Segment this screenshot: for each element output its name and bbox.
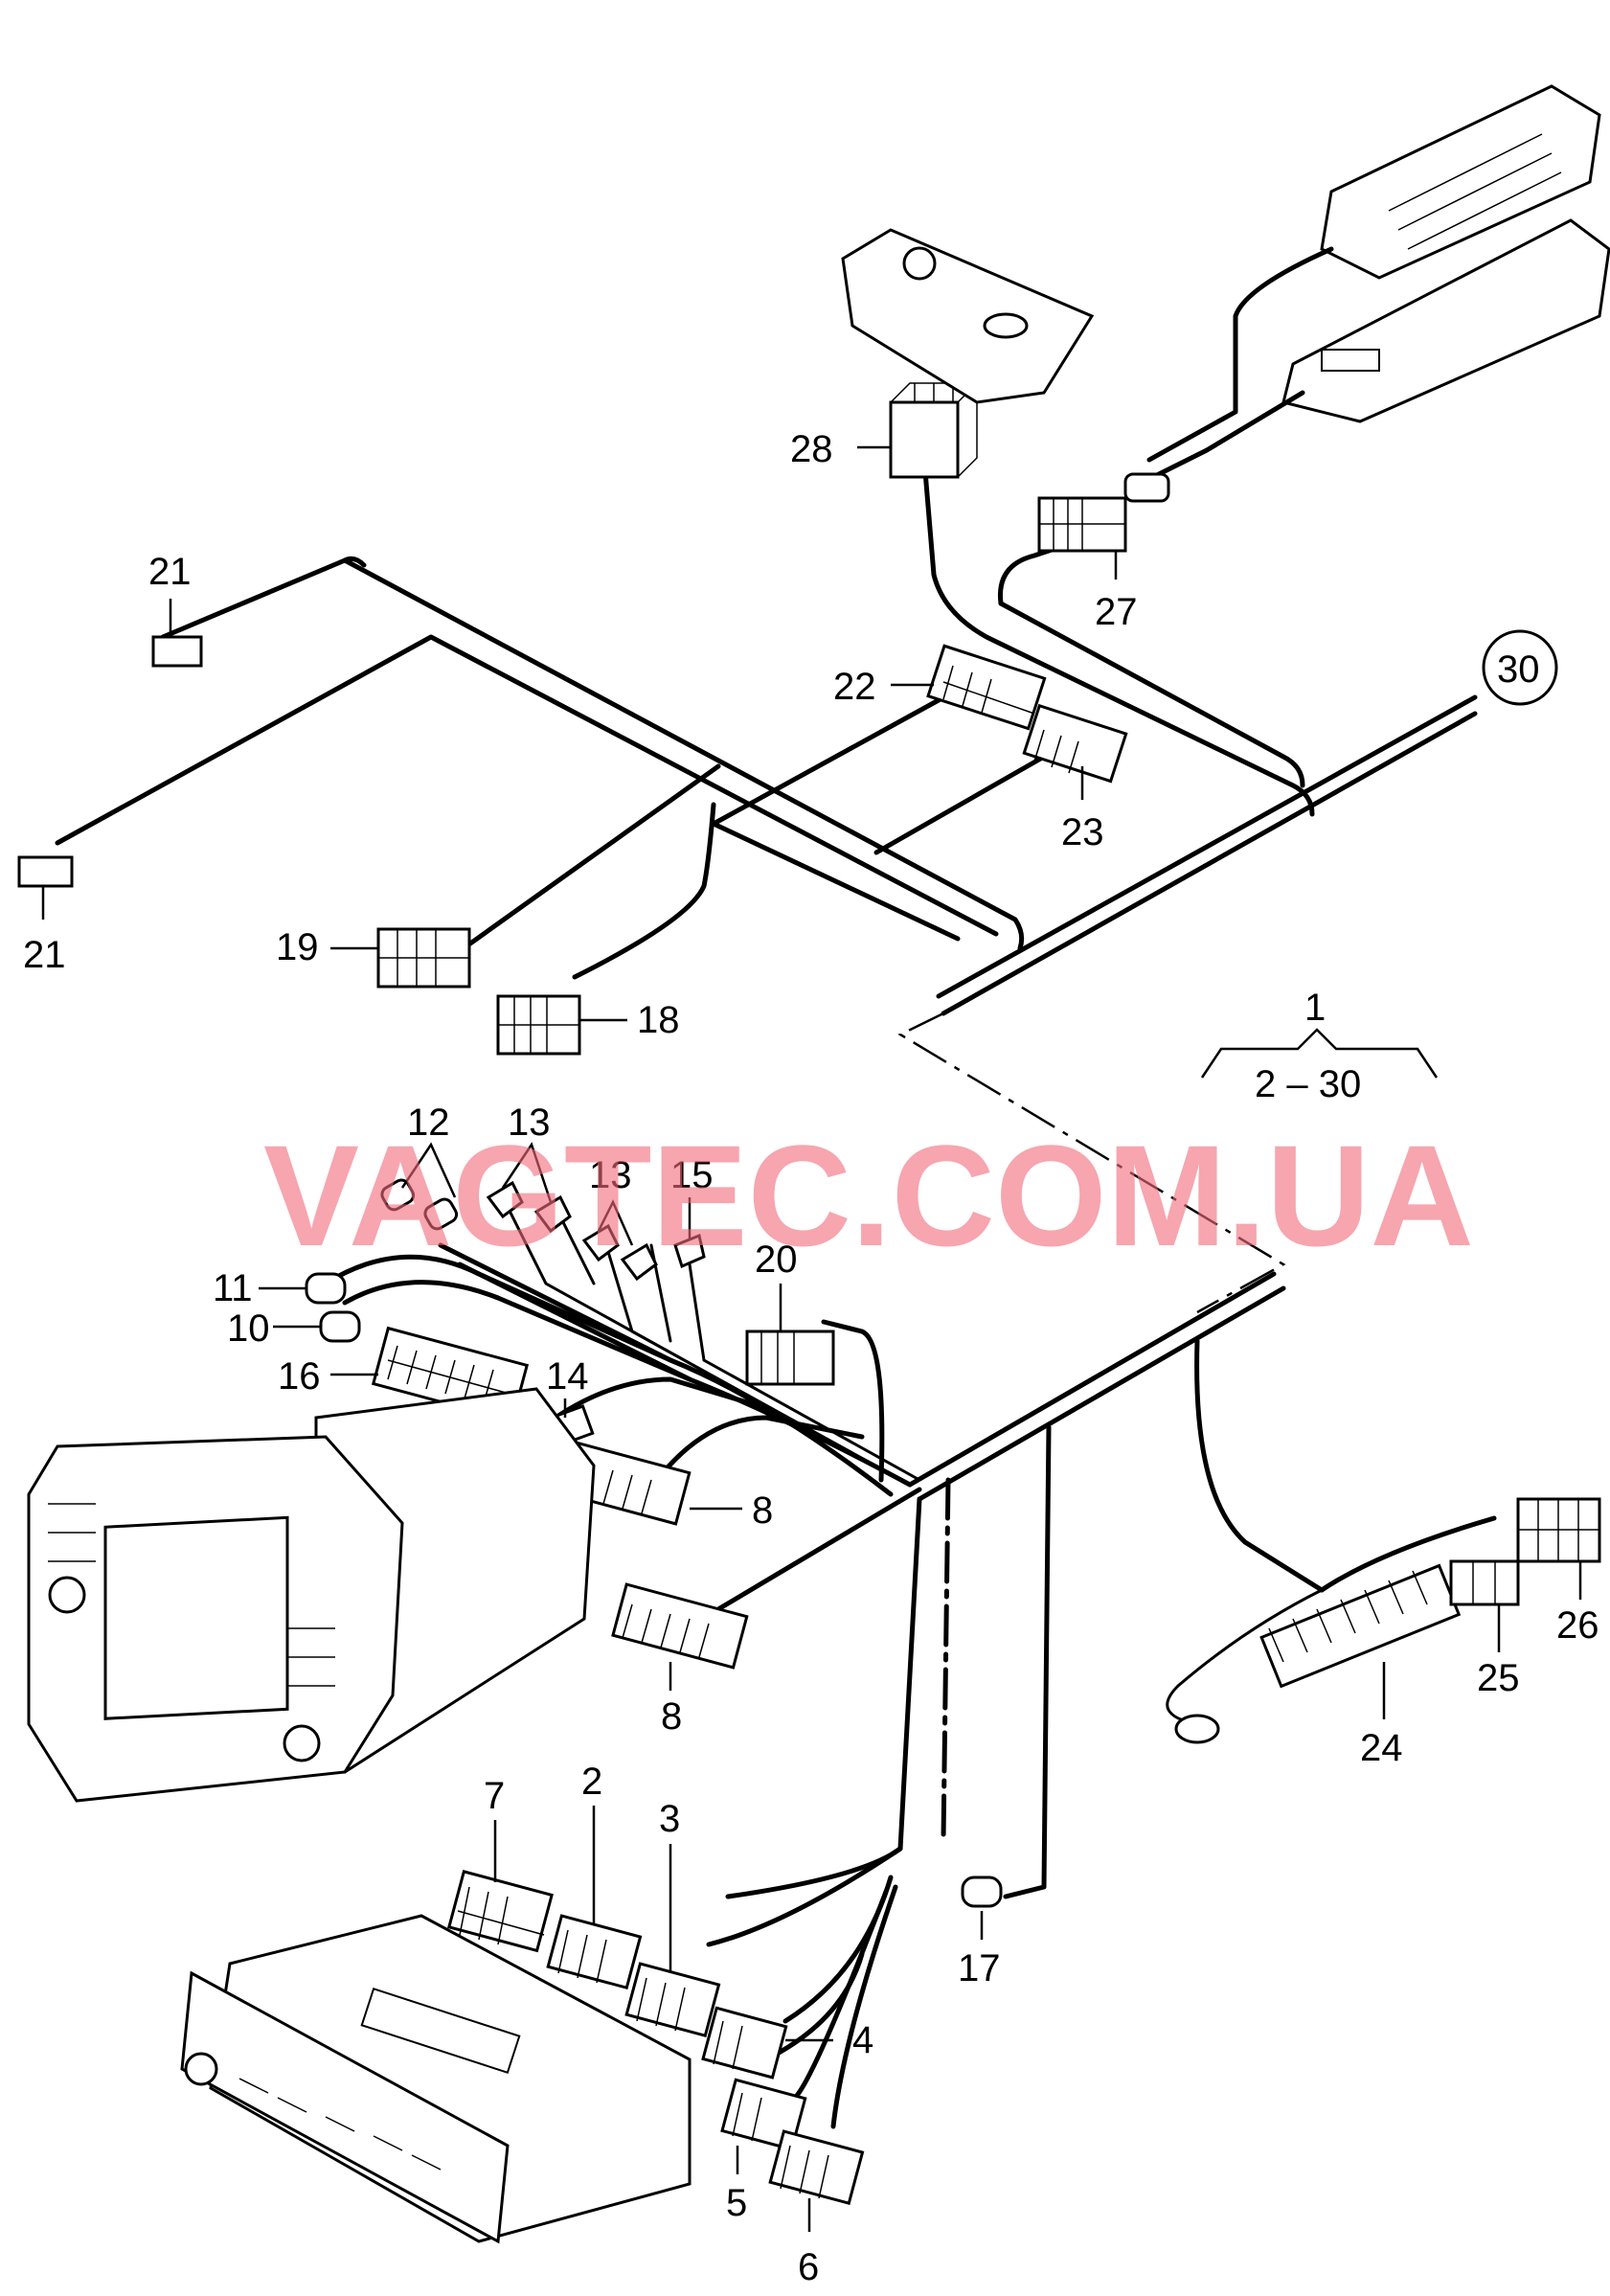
control-button — [983, 312, 1029, 339]
connector-21-upper — [151, 635, 203, 668]
right-knob — [283, 1724, 321, 1762]
plug-13a — [486, 1180, 524, 1219]
phone-handset — [1123, 84, 1610, 503]
label-24: 24 — [1360, 1727, 1403, 1769]
label-23: 23 — [1061, 811, 1104, 853]
radio-unit — [180, 1914, 692, 2244]
display-screen — [103, 1515, 289, 1720]
connector-20 — [745, 1330, 835, 1386]
components — [17, 84, 1610, 2244]
label-8-lower: 8 — [661, 1695, 682, 1738]
group-range: 2 – 30 — [1255, 1063, 1361, 1105]
connector-7 — [446, 1870, 554, 1953]
label-26: 26 — [1556, 1604, 1599, 1647]
cradle-logo — [1321, 349, 1380, 372]
label-3: 3 — [659, 1798, 680, 1840]
label-21-lower: 21 — [23, 934, 66, 976]
plug-17 — [961, 1875, 1003, 1908]
connector-25 — [1449, 1559, 1520, 1606]
label-27: 27 — [1095, 591, 1138, 633]
label-22: 22 — [833, 666, 876, 708]
left-knob — [48, 1576, 86, 1614]
plug-12a — [380, 1178, 416, 1212]
plug-15 — [673, 1233, 706, 1269]
label-19: 19 — [276, 926, 319, 968]
label-7: 7 — [484, 1775, 505, 1817]
label-16: 16 — [278, 1355, 321, 1398]
ring-terminal — [1174, 1714, 1220, 1744]
label-21-upper: 21 — [148, 551, 192, 593]
label-30: 30 — [1497, 648, 1540, 691]
group-label: 1 — [1304, 987, 1326, 1029]
connector-22 — [926, 644, 1047, 731]
label-4: 4 — [852, 2019, 873, 2061]
radio-display — [360, 1987, 521, 2075]
label-6: 6 — [798, 2246, 819, 2288]
plug-13b — [533, 1194, 572, 1234]
label-13a: 13 — [508, 1102, 551, 1144]
label-11: 11 — [213, 1267, 253, 1309]
connector-3 — [624, 1962, 721, 2038]
connector-2 — [546, 1914, 643, 1990]
label-17: 17 — [958, 1947, 1001, 1989]
label-10: 10 — [227, 1307, 270, 1350]
leader-lines — [41, 445, 1582, 2232]
connector-6 — [768, 2129, 865, 2206]
connector-21-lower — [17, 855, 74, 888]
label-28: 28 — [790, 428, 833, 470]
label-20: 20 — [755, 1239, 798, 1281]
label-8-upper: 8 — [752, 1489, 773, 1532]
connector-24 — [1259, 1563, 1462, 1689]
harness-wires — [55, 457, 1497, 2129]
plug-12b — [423, 1197, 459, 1231]
control-panel — [841, 228, 1095, 404]
label-2: 2 — [581, 1761, 602, 1803]
label-5: 5 — [726, 2182, 747, 2224]
plug-13c — [581, 1223, 620, 1262]
label-18: 18 — [637, 999, 680, 1041]
phone-plug — [1123, 472, 1170, 503]
connector-4 — [701, 2006, 788, 2080]
label-25: 25 — [1477, 1657, 1520, 1699]
label-14: 14 — [546, 1355, 589, 1398]
label-13b: 13 — [589, 1154, 632, 1196]
connector-23 — [1022, 703, 1128, 784]
plug-10 — [319, 1310, 361, 1343]
control-knob — [902, 246, 937, 281]
label-15: 15 — [670, 1154, 714, 1196]
group-circle-30 — [1482, 629, 1558, 706]
label-12: 12 — [407, 1102, 450, 1144]
watermark: VAGTEC.COM.UA — [263, 1115, 1474, 1276]
connector-28 — [889, 400, 960, 479]
plug-11 — [305, 1272, 347, 1305]
connector-8-lower — [611, 1582, 749, 1670]
radio-knob — [184, 2052, 218, 2086]
callout-labels: 28 27 22 23 30 21 21 19 18 1 2 – 30 12 1… — [23, 428, 1599, 2288]
plug-13d — [620, 1242, 658, 1282]
navigation-display-unit — [27, 1387, 596, 1803]
